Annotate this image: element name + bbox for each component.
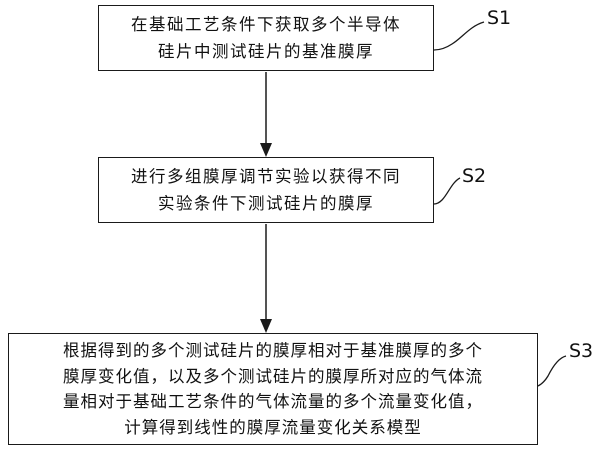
step-label-s1: S1 [487,7,512,29]
step-box-s1: 在基础工艺条件下获取多个半导体 硅片中测试硅片的基准膜厚 [98,5,434,71]
step-label-s2: S2 [462,165,487,187]
step-box-s2: 进行多组膜厚调节实验以获得不同 实验条件下测试硅片的膜厚 [98,157,434,223]
leader-line-s1 [433,21,485,51]
leader-line-s3 [537,355,567,387]
arrowhead-s2-to-s3 [260,319,272,333]
step-text-s1: 在基础工艺条件下获取多个半导体 硅片中测试硅片的基准膜厚 [131,15,401,61]
leader-line-s2 [433,177,461,205]
step-text-s2: 进行多组膜厚调节实验以获得不同 实验条件下测试硅片的膜厚 [131,167,401,213]
step-text-s3: 根据得到的多个测试硅片的膜厚相对于基准膜厚的多个 膜厚变化值，以及多个测试硅片的… [63,341,483,437]
step-box-s3: 根据得到的多个测试硅片的膜厚相对于基准膜厚的多个 膜厚变化值，以及多个测试硅片的… [8,333,538,445]
step-label-s3: S3 [569,340,594,362]
arrowhead-s1-to-s2 [260,143,272,157]
